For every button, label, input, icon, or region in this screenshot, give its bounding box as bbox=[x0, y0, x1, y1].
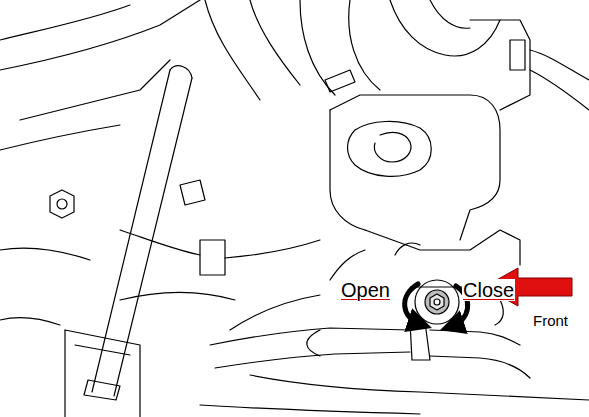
wire bbox=[230, 295, 320, 330]
manifold-edge bbox=[0, 125, 120, 150]
label-holder: Close bbox=[462, 279, 515, 301]
wire bbox=[120, 230, 200, 255]
wire bbox=[530, 70, 589, 110]
manifold-edge bbox=[0, 5, 130, 40]
tube-end bbox=[84, 380, 120, 400]
hose bbox=[349, 0, 380, 90]
nut-hole bbox=[57, 199, 67, 209]
bracket bbox=[64, 330, 65, 417]
hose bbox=[250, 0, 300, 85]
hose bbox=[390, 0, 500, 56]
sensor-connector bbox=[470, 20, 530, 110]
wire bbox=[530, 50, 589, 80]
hose bbox=[300, 0, 335, 95]
adjust-screw-head bbox=[430, 294, 444, 310]
clip bbox=[180, 180, 205, 205]
hose-clamp bbox=[410, 322, 430, 360]
throttle-body bbox=[330, 110, 365, 230]
wire bbox=[225, 240, 320, 258]
bracket bbox=[65, 330, 140, 417]
hose bbox=[430, 356, 530, 378]
hose-clamp bbox=[325, 70, 355, 92]
manifold-edge bbox=[0, 248, 90, 260]
throttle-body bbox=[330, 95, 500, 240]
adjust-screw-center bbox=[434, 299, 440, 305]
throttle-bore bbox=[348, 121, 432, 176]
valve-housing bbox=[365, 230, 520, 265]
label-holder: Front bbox=[532, 312, 569, 330]
hose bbox=[215, 352, 410, 368]
open-rotation-arrow bbox=[405, 284, 420, 324]
manifold-edge bbox=[0, 318, 60, 325]
direction-label: Close bbox=[462, 279, 515, 301]
manifold-edge bbox=[200, 405, 420, 414]
breather-tube bbox=[114, 78, 192, 396]
throttle-bore bbox=[374, 132, 411, 162]
hose bbox=[430, 0, 470, 28]
nut bbox=[50, 190, 74, 218]
hose bbox=[430, 330, 520, 345]
manifold-edge bbox=[250, 375, 589, 400]
hose bbox=[205, 0, 260, 100]
adjust-screw bbox=[425, 290, 449, 314]
connector bbox=[200, 240, 225, 275]
breather-tube bbox=[170, 66, 192, 78]
direction-label: Open bbox=[340, 279, 391, 301]
valve-housing bbox=[395, 243, 420, 255]
bracket bbox=[75, 345, 130, 355]
label-holder: Open bbox=[340, 279, 391, 301]
hose bbox=[307, 330, 320, 356]
manifold-edge bbox=[20, 60, 170, 120]
sensor-connector bbox=[510, 40, 525, 70]
wire bbox=[330, 250, 365, 280]
valve-housing bbox=[495, 300, 503, 325]
direction-label: Front bbox=[532, 312, 569, 329]
